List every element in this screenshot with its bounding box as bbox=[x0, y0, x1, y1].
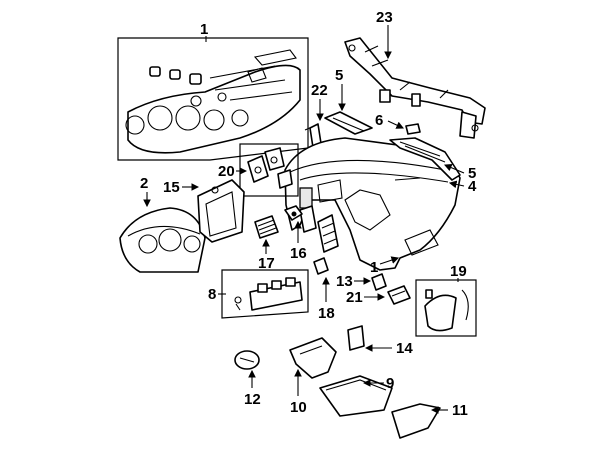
callout-label: 5 bbox=[335, 67, 343, 84]
callout-10: 10 bbox=[290, 368, 307, 416]
callout-label: 12 bbox=[244, 391, 261, 408]
callout-label: 21 bbox=[346, 289, 363, 306]
callout-6: 6 bbox=[375, 112, 404, 129]
callout-label: 1 bbox=[200, 21, 208, 38]
callout-label: 13 bbox=[336, 273, 353, 290]
air-vent bbox=[254, 215, 279, 239]
callout-8: 8 bbox=[208, 286, 226, 303]
bracket-21 bbox=[387, 285, 411, 305]
bracket-16 bbox=[284, 205, 303, 221]
callout-22: 22 bbox=[311, 82, 328, 122]
callout-21: 21 bbox=[346, 289, 386, 306]
callout-11: 11 bbox=[430, 402, 468, 419]
callout-1: 1 bbox=[370, 256, 400, 276]
callout-label: 4 bbox=[468, 178, 477, 195]
callout-17: 17 bbox=[258, 238, 275, 272]
defroster-strip bbox=[324, 111, 373, 135]
knob-12 bbox=[234, 350, 260, 370]
callout-3: 1 bbox=[200, 21, 208, 42]
callout-16: 16 bbox=[290, 220, 307, 262]
bracket-10 bbox=[289, 337, 337, 379]
defroster-duct bbox=[389, 137, 461, 181]
knob-18 bbox=[313, 257, 329, 275]
callout-23: 23 bbox=[376, 9, 393, 60]
callout-19: 19 bbox=[450, 263, 467, 282]
switch-assembly-group bbox=[239, 143, 299, 197]
callout-label: 1 bbox=[370, 259, 378, 276]
glove-lid-group bbox=[415, 279, 477, 337]
callout-5-upper: 5 bbox=[335, 67, 346, 112]
callout-label: 17 bbox=[258, 255, 275, 272]
callout-20: 20 bbox=[218, 163, 248, 180]
callout-4: 4 bbox=[448, 178, 477, 195]
lower-panel bbox=[391, 403, 441, 439]
bracket-13 bbox=[371, 273, 387, 291]
callout-label: 10 bbox=[290, 399, 307, 416]
callout-label: 14 bbox=[396, 340, 413, 357]
switch-panel-frame bbox=[221, 269, 309, 319]
callout-label: 18 bbox=[318, 305, 335, 322]
callout-label: 5 bbox=[468, 165, 476, 182]
callout-label: 22 bbox=[311, 82, 328, 99]
cluster-hood bbox=[119, 207, 206, 273]
callout-label: 9 bbox=[386, 375, 394, 392]
instrument-panel bbox=[284, 137, 461, 271]
callout-label: 23 bbox=[376, 9, 393, 26]
callout-2: 2 bbox=[140, 175, 151, 208]
callout-label: 11 bbox=[452, 402, 468, 419]
cover-14 bbox=[347, 325, 365, 351]
instrument-cluster-group bbox=[117, 37, 309, 161]
cluster-bezel bbox=[197, 179, 245, 243]
callout-9: 9 bbox=[362, 375, 394, 392]
callout-label: 20 bbox=[218, 163, 235, 180]
switch-panel-group bbox=[221, 269, 309, 319]
callout-label: 2 bbox=[140, 175, 148, 192]
callout-14: 14 bbox=[364, 340, 413, 357]
callout-label: 15 bbox=[163, 179, 180, 196]
callout-label: 19 bbox=[450, 263, 467, 280]
clip-6 bbox=[405, 123, 421, 135]
glove-lid-frame bbox=[415, 279, 477, 337]
callout-label: 6 bbox=[375, 112, 383, 129]
callout-15: 15 bbox=[163, 179, 200, 196]
callout-18: 18 bbox=[318, 276, 335, 322]
callout-12: 12 bbox=[244, 369, 261, 408]
callout-13: 13 bbox=[336, 273, 372, 290]
glove-box bbox=[319, 375, 393, 417]
reinforcement-beam bbox=[344, 37, 486, 139]
callout-label: 8 bbox=[208, 286, 216, 303]
callout-5-right: 5 bbox=[443, 164, 476, 182]
instrument-cluster-frame bbox=[117, 37, 309, 161]
callout-label: 16 bbox=[290, 245, 307, 262]
